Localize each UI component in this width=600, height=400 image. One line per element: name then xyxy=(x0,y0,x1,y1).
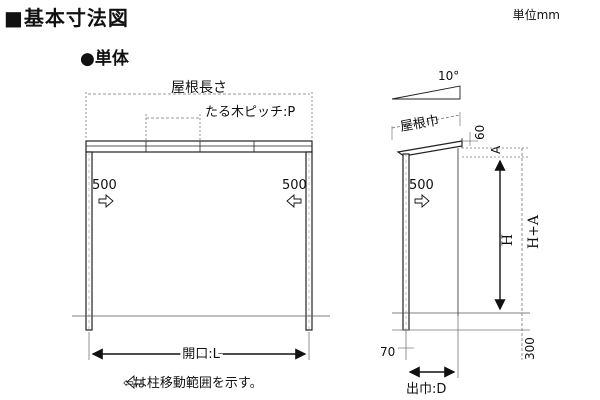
roof-width-dimension-line xyxy=(391,114,461,129)
move-range-left-label: 500 xyxy=(92,178,117,193)
rafter-pitch-label: たる木ピッチ:P xyxy=(205,105,295,120)
page-title: ■基本寸法図 xyxy=(4,6,129,30)
angle-indicator xyxy=(391,85,461,100)
roof-beam xyxy=(85,140,313,153)
subtitle: ●単体 xyxy=(80,49,129,69)
depth-label: 出巾:D xyxy=(406,382,446,397)
note-text: ⇦は柱移動範囲を示す。 xyxy=(123,376,263,391)
dim-60-label: 60 xyxy=(473,125,487,140)
side-view xyxy=(391,85,530,378)
opening-label: 開口:L xyxy=(182,347,220,362)
dim-70-label: 70 xyxy=(380,345,395,359)
move-range-arrow-side xyxy=(414,194,430,208)
dim-ha-label: H+A xyxy=(526,214,542,249)
dim-300-label: 300 xyxy=(523,337,537,360)
move-range-side-label: 500 xyxy=(409,178,434,193)
dim-a-label: A xyxy=(489,145,503,154)
dim-h-label: H xyxy=(500,234,516,246)
roof-width-label: 屋根巾 xyxy=(399,113,440,135)
move-range-arrow-left xyxy=(98,194,114,208)
front-view xyxy=(72,92,330,389)
angle-label: 10° xyxy=(438,69,459,83)
move-range-arrow-right xyxy=(286,194,302,208)
note-arrow-icon xyxy=(126,375,142,389)
roof-length-label: 屋根長さ xyxy=(171,80,227,96)
unit-label: 単位mm xyxy=(512,8,560,22)
move-range-right-label: 500 xyxy=(282,178,307,193)
